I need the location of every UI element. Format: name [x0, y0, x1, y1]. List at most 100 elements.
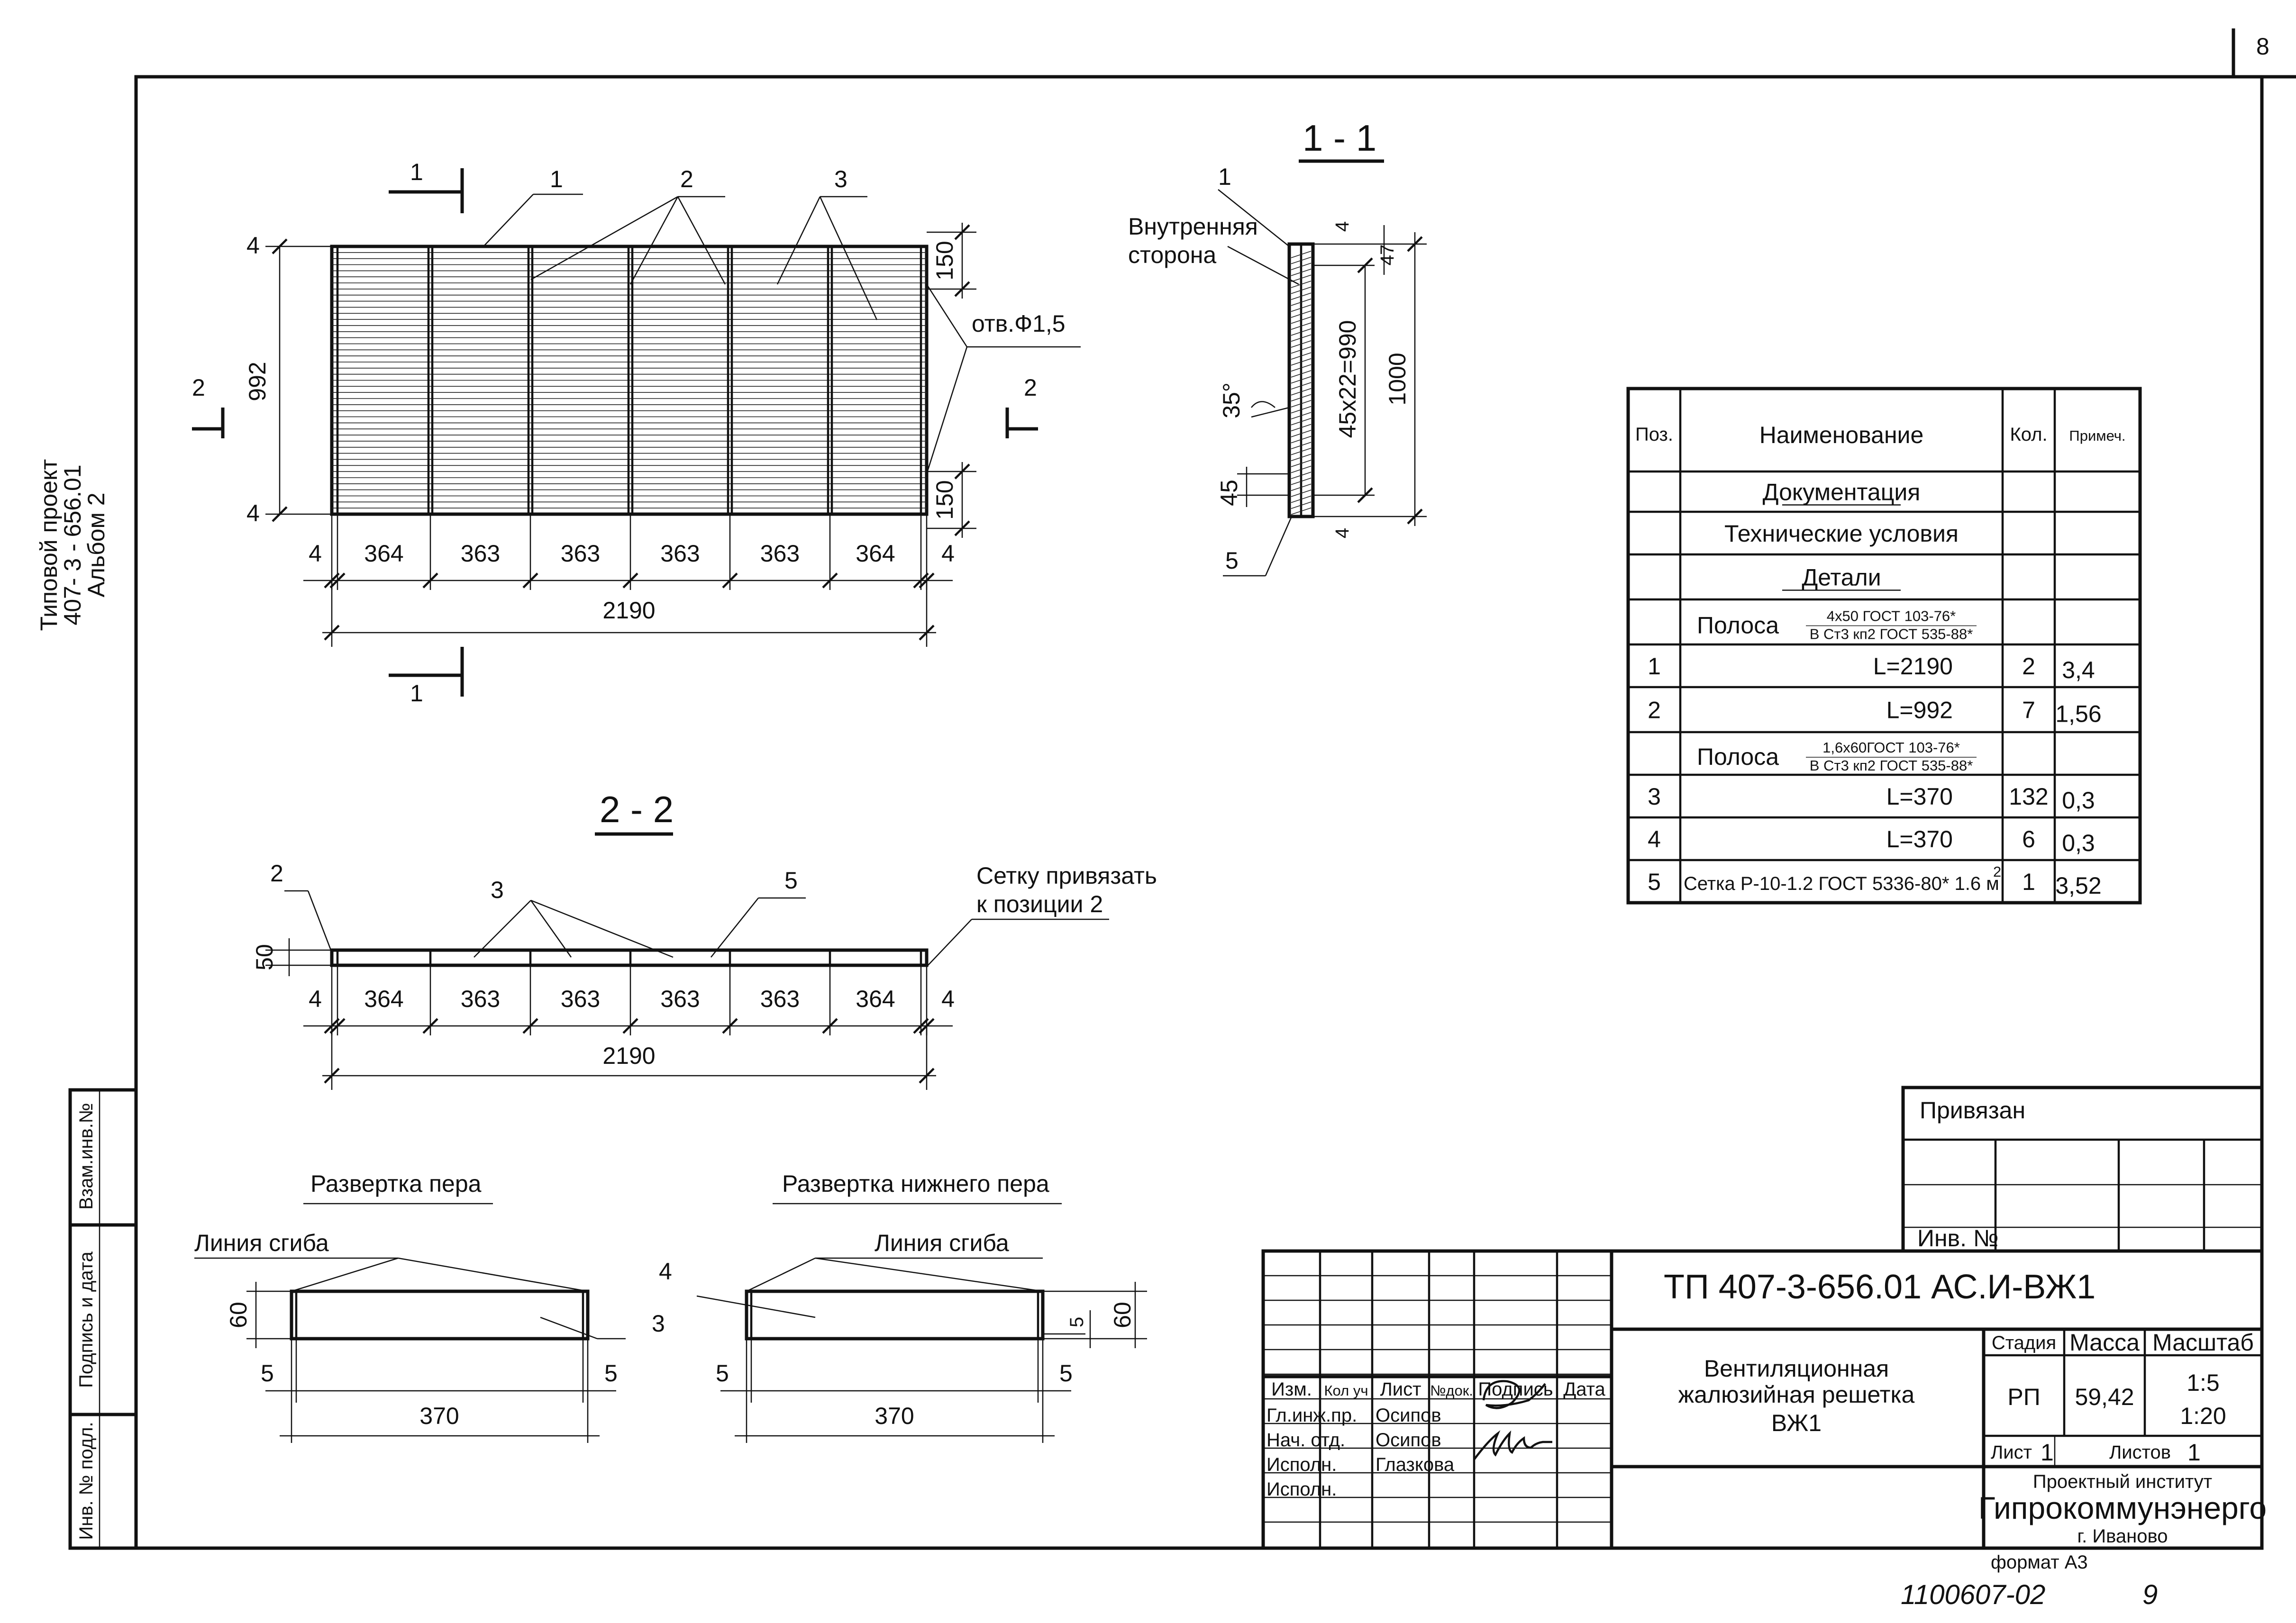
- stage-value: РП: [2007, 1384, 2040, 1410]
- development-lower-left: 5: [716, 1360, 729, 1387]
- spec-material-name: Полоса: [1697, 743, 1779, 770]
- project-side-label: Типовой проект 407- 3 - 656.01 Альбом 2: [36, 459, 109, 631]
- side-label-line-1: Типовой проект: [36, 459, 62, 631]
- spec-head-note: Примеч.: [2069, 427, 2125, 444]
- spec-mesh-unit-power: 2: [1993, 863, 2001, 880]
- vertical-bars: [336, 246, 922, 514]
- section-2-2: 2 - 2 50 2 3 5 Сетку привязать к позиции…: [251, 789, 1157, 1090]
- section-1-1-bottom-4: 4: [1332, 528, 1353, 538]
- plan-bottom-gap: 4: [246, 500, 260, 526]
- strip-signature-date: Подпись и дата: [76, 1251, 97, 1387]
- development-lower-bend: Линия сгиба: [875, 1230, 1009, 1256]
- inner-side-line-2: сторона: [1128, 242, 1216, 268]
- inner-side-line-1: Внутренняя: [1128, 213, 1258, 240]
- development-lower-pos: 4: [659, 1258, 672, 1285]
- stage-label: Стадия: [1992, 1333, 2056, 1353]
- spec-row-note: 0,3: [2062, 830, 2095, 856]
- plan-edge-bottom-dim: 150: [931, 480, 958, 519]
- spec-section-heading: Документация: [1763, 479, 1921, 506]
- title-role: Нач. отд.: [1266, 1430, 1345, 1451]
- spec-row-pos: 3: [1648, 783, 1661, 810]
- spec-row-pos: 4: [1648, 826, 1661, 852]
- development-upper: Развертка пера Линия сгиба 60 3 5 5 370: [194, 1170, 665, 1443]
- section-1-1-top-4: 4: [1332, 221, 1353, 232]
- spec-row-pos: 2: [1648, 697, 1661, 724]
- bay-dim-1: 364: [364, 986, 403, 1012]
- spec-row-qty: 2: [2022, 653, 2035, 680]
- spec-head-name: Наименование: [1759, 422, 1924, 448]
- section-1-1-height: 1000: [1384, 353, 1411, 405]
- section-1-1-pos-5: 5: [1225, 547, 1239, 574]
- plan-pos-1: 1: [550, 166, 563, 192]
- bay-dim-3: 363: [561, 986, 600, 1012]
- spec-row-name: Технические условия: [1724, 520, 1959, 547]
- plan-top-gap: 4: [246, 232, 260, 259]
- title-col-head: Дата: [1563, 1379, 1605, 1400]
- development-upper-right: 5: [604, 1360, 618, 1387]
- signature-osipov: [1482, 1380, 1546, 1409]
- spec-head-pos: Поз.: [1635, 424, 1673, 445]
- spec-material-grade: 4х50 ГОСТ 103-76*: [1827, 608, 1956, 625]
- mesh-note-line-1: Сетку привязать: [976, 862, 1157, 889]
- institute-subtitle: Проектный институт: [2033, 1471, 2212, 1492]
- hole-label: отв.Ф1,5: [972, 310, 1066, 337]
- spec-row-pos: 1: [1648, 653, 1661, 680]
- title-col-head: Изм.: [1271, 1379, 1312, 1400]
- spec-mesh-name: Сетка Р-10-1.2 ГОСТ 5336-80* 1.6 м: [1684, 873, 1999, 894]
- drawing-name-line-2: жалюзийная решетка: [1678, 1381, 1915, 1408]
- plan-edge-top-dim: 150: [931, 241, 958, 280]
- end-dim-left: 4: [309, 540, 322, 567]
- section-1-1-pos-1: 1: [1218, 163, 1231, 190]
- tied-label: Привязан: [1920, 1097, 2025, 1124]
- development-lower-length: 370: [875, 1403, 914, 1429]
- bay-dim-6: 364: [856, 540, 895, 567]
- section-2-2-title: 2 - 2: [600, 789, 674, 830]
- end-dim-left: 4: [309, 986, 322, 1012]
- development-upper-left: 5: [261, 1360, 274, 1387]
- spec-material-grade: 1,6х60ГОСТ 103-76*: [1822, 739, 1960, 756]
- mass-label: Масса: [2069, 1329, 2140, 1356]
- drawing-name-line-1: Вентиляционная: [1704, 1355, 1889, 1382]
- spec-row-pos: 5: [1648, 869, 1661, 895]
- development-lower: Развертка нижнего пера Линия сгиба 60 5 …: [659, 1170, 1147, 1443]
- handwritten-sheet: 9: [2142, 1579, 2158, 1610]
- institute-name: Гипрокоммунэнерго: [1978, 1490, 2267, 1525]
- development-lower-right: 5: [1059, 1360, 1073, 1387]
- title-role: Гл.инж.пр.: [1266, 1405, 1357, 1426]
- spec-material-name: Полоса: [1697, 612, 1779, 639]
- development-upper-bend: Линия сгиба: [194, 1230, 329, 1256]
- title-role: Исполн.: [1266, 1479, 1337, 1500]
- development-upper-title: Развертка пера: [310, 1170, 482, 1197]
- side-label-line-3: Альбом 2: [83, 492, 109, 597]
- section-1-1-top-47: 47: [1377, 245, 1398, 266]
- scale-label: Масштаб: [2152, 1329, 2254, 1356]
- section-1-1-louver-hatch: [1291, 251, 1312, 515]
- section-1-1-title: 1 - 1: [1303, 117, 1376, 159]
- spec-row-name: L=992: [1886, 697, 1953, 724]
- spec-material-standard: В Ст3 кп2 ГОСТ 535-88*: [1810, 626, 1973, 643]
- section-mark-bottom: 1: [410, 680, 423, 707]
- section-2-2-bars: [336, 950, 922, 965]
- spec-row-qty: 132: [2009, 783, 2048, 810]
- spec-material-standard: В Ст3 кп2 ГОСТ 535-88*: [1810, 757, 1973, 774]
- spec-row-note: 1,56: [2055, 701, 2101, 727]
- sheets-label: Листов: [2109, 1442, 2171, 1463]
- scale-value-1: 1:5: [2187, 1369, 2220, 1396]
- sheet-frame: [68, 28, 2296, 1550]
- side-label-line-2: 407- 3 - 656.01: [59, 464, 86, 625]
- spec-row-qty: 7: [2022, 697, 2035, 724]
- bay-dim-4: 363: [660, 986, 700, 1012]
- spec-row-name: L=370: [1886, 826, 1953, 852]
- handwritten-number: 1100607-02: [1901, 1579, 2045, 1610]
- sheet-value: 1: [2041, 1439, 2054, 1466]
- strip-inv-original: Инв. № подл.: [76, 1422, 97, 1540]
- end-dim-right: 4: [941, 540, 955, 567]
- development-lower-inner: 5: [1066, 1317, 1087, 1327]
- section-2-2-pos-2: 2: [270, 860, 283, 887]
- sheet-label: Лист: [1991, 1442, 2032, 1463]
- development-upper-length: 370: [419, 1403, 459, 1429]
- bay-dim-1: 364: [364, 540, 403, 567]
